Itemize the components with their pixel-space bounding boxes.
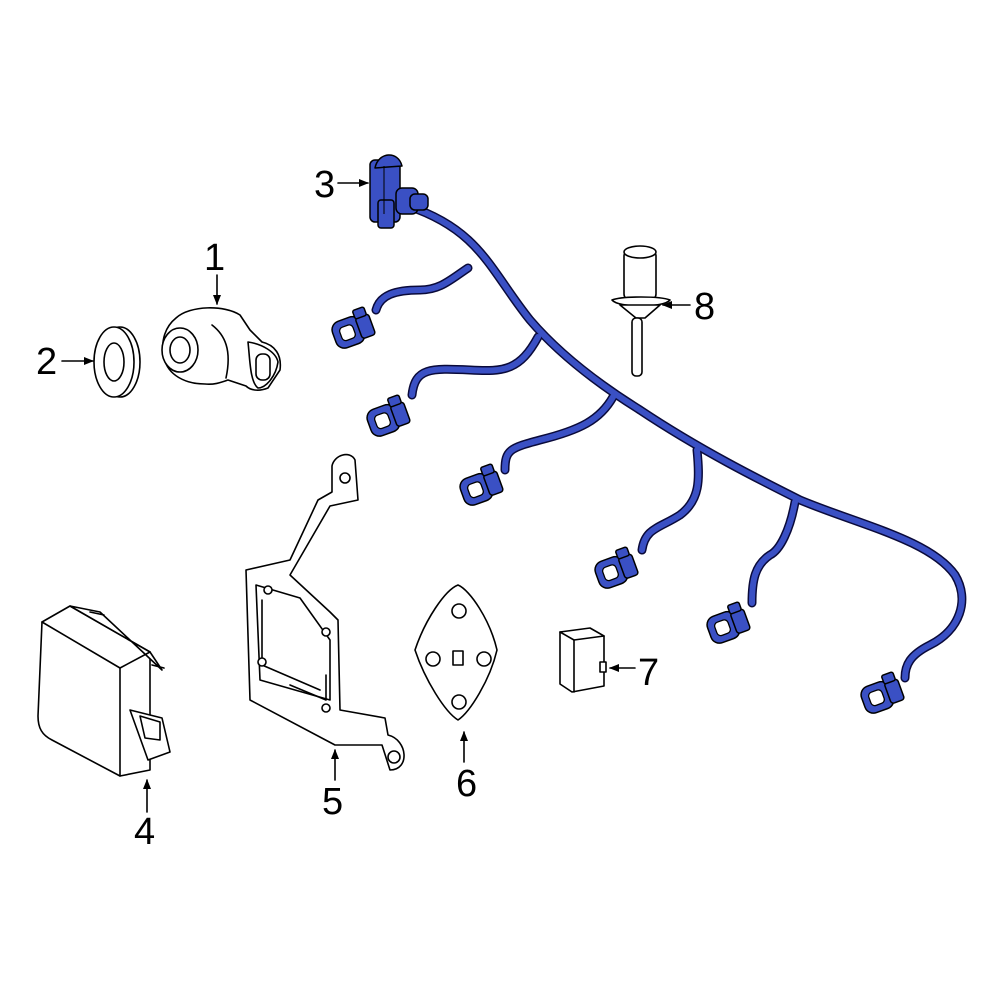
callout-label: 5: [322, 781, 343, 823]
callout-6: 6: [456, 731, 477, 805]
callout-2: 2: [36, 341, 94, 383]
callout-label: 1: [204, 237, 225, 279]
callout-5: 5: [322, 749, 343, 823]
harness-plug-4: [590, 545, 641, 592]
callout-label: 2: [36, 341, 57, 383]
mounting-bracket[interactable]: [245, 453, 405, 771]
harness-main-connector: [369, 154, 429, 229]
callout-7: 7: [609, 652, 659, 694]
parking-sensor[interactable]: [161, 307, 282, 391]
gasket[interactable]: [414, 584, 498, 721]
push-pin[interactable]: [611, 245, 671, 377]
callout-label: 4: [134, 811, 155, 853]
callout-label: 3: [314, 164, 335, 206]
callout-1: 1: [204, 237, 225, 305]
wiring-harness[interactable]: [327, 154, 967, 717]
harness-plug-5: [702, 600, 753, 647]
harness-plug-3: [455, 462, 506, 509]
harness-plug-6: [856, 670, 907, 717]
harness-plug-2: [362, 393, 413, 440]
clip[interactable]: [559, 627, 607, 693]
sensor-retainer-ring[interactable]: [93, 326, 141, 398]
callout-label: 6: [456, 763, 477, 805]
harness-plug-1: [327, 305, 378, 352]
callout-3: 3: [314, 164, 369, 206]
harness-trunk: [373, 203, 965, 681]
control-module[interactable]: [37, 605, 171, 777]
callout-8: 8: [662, 286, 715, 328]
callout-4: 4: [134, 779, 155, 853]
callout-label: 7: [638, 652, 659, 694]
callout-label: 8: [694, 286, 715, 328]
